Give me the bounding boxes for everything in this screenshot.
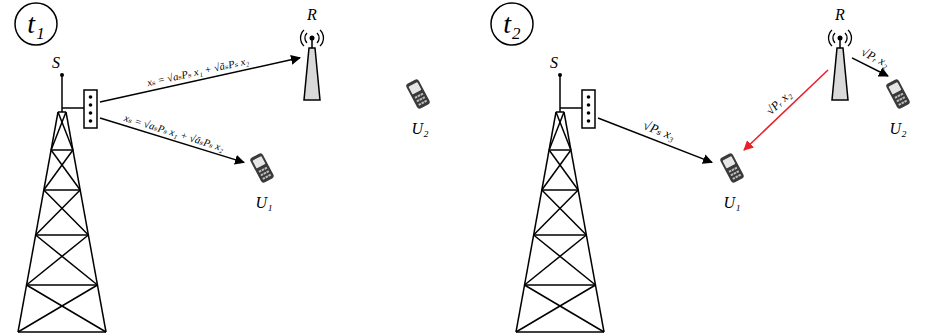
- user-device: U₂: [878, 76, 918, 138]
- user-device: U₁: [712, 150, 752, 212]
- node-label: U₂: [887, 120, 908, 138]
- circle-outline: [15, 3, 57, 45]
- signal-arrow: [598, 118, 712, 162]
- signal-label: √Pₛ x₃: [639, 117, 679, 144]
- signal-label: √Pᵣ x₂: [857, 45, 893, 72]
- circle-outline: [491, 3, 533, 45]
- node-label: U₁: [721, 194, 742, 212]
- signal-arrow: [100, 118, 244, 162]
- node-label: U₁: [253, 194, 274, 212]
- phone-icon: [885, 78, 911, 109]
- node-label: U₂: [409, 120, 430, 138]
- phone-icon: [719, 152, 745, 183]
- signal-label: xₛ = √aₛPₛ x₁ + √āₛPₛ x₂: [121, 111, 227, 154]
- user-device: U₂: [398, 76, 442, 138]
- relay-antenna: [301, 30, 324, 100]
- phone-icon: [249, 152, 275, 183]
- user-device: U₁: [244, 150, 284, 212]
- signal-label: √Pᵣ x₂: [762, 86, 795, 119]
- time-slot-circle: t₁: [14, 2, 58, 46]
- node-label: S: [50, 54, 62, 72]
- node-label: R: [305, 6, 319, 24]
- relay-node: R: [300, 6, 324, 102]
- time-slot-label: t₁: [27, 9, 45, 40]
- time-slot-circle: t₂: [490, 2, 534, 46]
- source-station: S: [50, 54, 100, 134]
- base-station-tower: [516, 73, 604, 332]
- relay-antenna: [829, 30, 852, 100]
- time-slot-label: t₂: [503, 9, 521, 40]
- phone-icon: [405, 78, 431, 109]
- base-station-tower: [18, 73, 106, 332]
- node-label: S: [548, 54, 560, 72]
- source-station: S: [548, 54, 598, 134]
- node-label: R: [833, 6, 847, 24]
- signal-arrow: [744, 70, 828, 150]
- relay-node: R: [828, 6, 852, 102]
